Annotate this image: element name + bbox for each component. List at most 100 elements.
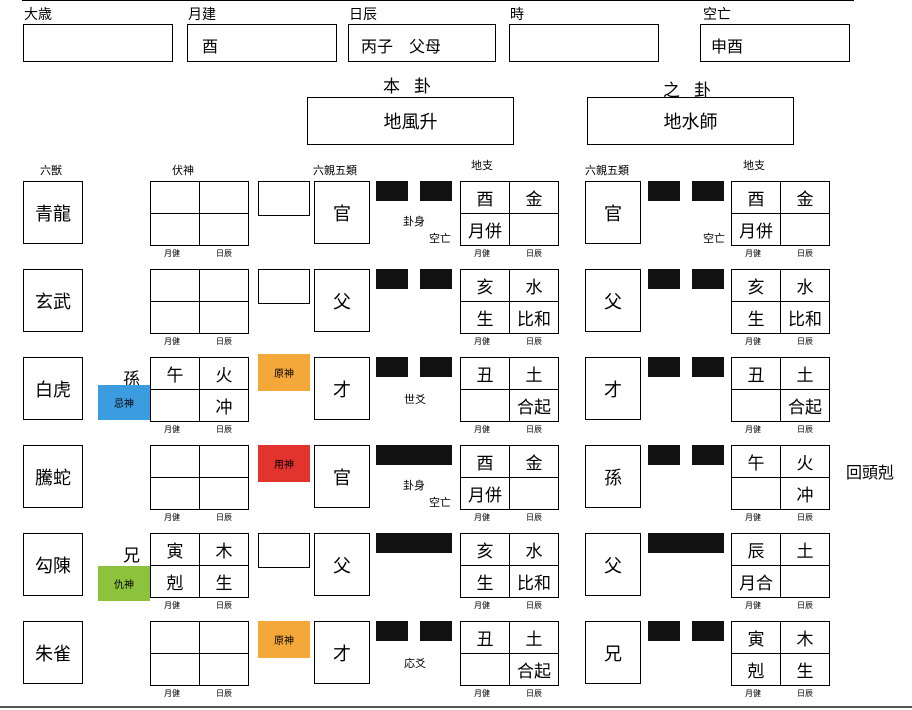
c2-4-nisshin-label: 日辰	[797, 601, 813, 610]
c1-0-tl: 酉	[460, 181, 510, 214]
c2-1-bl: 生	[731, 301, 781, 334]
kubo-field: 申酉	[700, 24, 850, 62]
fushin-mark-4: 兄	[123, 546, 140, 566]
c1-3-br	[509, 477, 559, 510]
fuk-5-tr	[199, 621, 249, 654]
beast-4: 勾陳	[23, 533, 83, 596]
fuk-0-bl	[150, 213, 200, 246]
c2-5-tl: 寅	[731, 621, 781, 654]
top-rule	[22, 0, 854, 1]
c1-5-nisshin-label: 日辰	[526, 689, 542, 698]
rel-5: 才	[314, 621, 370, 684]
c2-2-br: 合起	[780, 389, 830, 422]
yao-0	[376, 181, 408, 201]
c2-4-br	[780, 565, 830, 598]
zhigua-title: 之卦	[663, 81, 725, 101]
yao-5	[376, 621, 408, 641]
fuk-5-gekken-label: 月健	[164, 689, 180, 698]
c2-2-bl	[731, 389, 781, 422]
c2-1-br: 比和	[780, 301, 830, 334]
fuk-1-br	[199, 301, 249, 334]
fuk-1-tl	[150, 269, 200, 302]
c1-2-br: 合起	[509, 389, 559, 422]
c2-0-tr: 金	[780, 181, 830, 214]
rel-2: 才	[314, 357, 370, 420]
c1-5-tr: 土	[509, 621, 559, 654]
yao2-4	[648, 533, 724, 553]
tag-4: 仇神	[98, 566, 150, 601]
c1-2-tl: 丑	[460, 357, 510, 390]
yao2-5	[648, 621, 680, 641]
c1-4-tr: 水	[509, 533, 559, 566]
col-chishi-1: 地支	[471, 159, 493, 172]
ji-field	[509, 24, 659, 62]
c2-1-tl: 亥	[731, 269, 781, 302]
yao-3	[376, 445, 452, 465]
c2-3-bl	[731, 477, 781, 510]
fuk-2-br: 冲	[199, 389, 249, 422]
yao2-3-mid	[692, 445, 724, 465]
c1-4-gekken-label: 月健	[474, 601, 490, 610]
c1-1-br: 比和	[509, 301, 559, 334]
c2-4-gekken-label: 月健	[745, 601, 761, 610]
c2-3-br: 冲	[780, 477, 830, 510]
c1-4-nisshin-label: 日辰	[526, 601, 542, 610]
taisai-label: 大歳	[24, 7, 52, 23]
fuk-3-nisshin-label: 日辰	[216, 513, 232, 522]
fuk-4-tr: 木	[199, 533, 249, 566]
c2-4-bl: 月合	[731, 565, 781, 598]
c1-5-tl: 丑	[460, 621, 510, 654]
hongua-title: 本卦	[383, 77, 445, 97]
fuk-4-tl: 寅	[150, 533, 200, 566]
c1-3-tl: 酉	[460, 445, 510, 478]
c2-0-br	[780, 213, 830, 246]
yao2-0	[648, 181, 680, 201]
rel2-3: 孫	[585, 445, 641, 508]
c2-3-nisshin-label: 日辰	[797, 513, 813, 522]
yao2-2	[648, 357, 680, 377]
fuk-2-bl	[150, 389, 200, 422]
rel2-5: 兄	[585, 621, 641, 684]
col-chishi-2: 地支	[743, 159, 765, 172]
c1-0-nisshin-label: 日辰	[526, 249, 542, 258]
c1-4-tl: 亥	[460, 533, 510, 566]
c2-3-tr: 火	[780, 445, 830, 478]
c2-3-gekken-label: 月健	[745, 513, 761, 522]
c1-2-gekken-label: 月健	[474, 425, 490, 434]
note2-0: 空亡	[429, 232, 451, 245]
c1-2-nisshin-label: 日辰	[526, 425, 542, 434]
col-rokushin-1: 六親五類	[313, 164, 357, 177]
yao2-1-mid	[692, 269, 724, 289]
rel2-1: 父	[585, 269, 641, 332]
small-box-1	[258, 269, 310, 304]
yao-1	[376, 269, 408, 289]
c2-4-tl: 辰	[731, 533, 781, 566]
right-note-3: 回頭剋	[846, 463, 895, 482]
beast-3: 騰蛇	[23, 445, 83, 508]
c1-1-nisshin-label: 日辰	[526, 337, 542, 346]
yao-2	[376, 357, 408, 377]
note2-3: 空亡	[429, 496, 451, 509]
c1-4-br: 比和	[509, 565, 559, 598]
ji-label: 時	[510, 7, 524, 23]
c1-1-gekken-label: 月健	[474, 337, 490, 346]
fuk-5-br	[199, 653, 249, 686]
c2-0-bl: 月併	[731, 213, 781, 246]
note2-5: 応爻	[404, 657, 426, 670]
bottom-rule	[0, 706, 912, 708]
c2-5-bl: 剋	[731, 653, 781, 686]
fuk-3-tl	[150, 445, 200, 478]
c1-0-tr: 金	[509, 181, 559, 214]
yao-5-mid	[420, 621, 452, 641]
fuk-3-br	[199, 477, 249, 510]
fuk-2-tr: 火	[199, 357, 249, 390]
rel2-2: 才	[585, 357, 641, 420]
c1-5-gekken-label: 月健	[474, 689, 490, 698]
rel-3: 官	[314, 445, 370, 508]
fuk-5-nisshin-label: 日辰	[216, 689, 232, 698]
beast-1: 玄武	[23, 269, 83, 332]
fuk-5-bl	[150, 653, 200, 686]
c1-1-tl: 亥	[460, 269, 510, 302]
note2-2: 世爻	[404, 393, 426, 406]
col-rokushin-2: 六親五類	[585, 164, 629, 177]
